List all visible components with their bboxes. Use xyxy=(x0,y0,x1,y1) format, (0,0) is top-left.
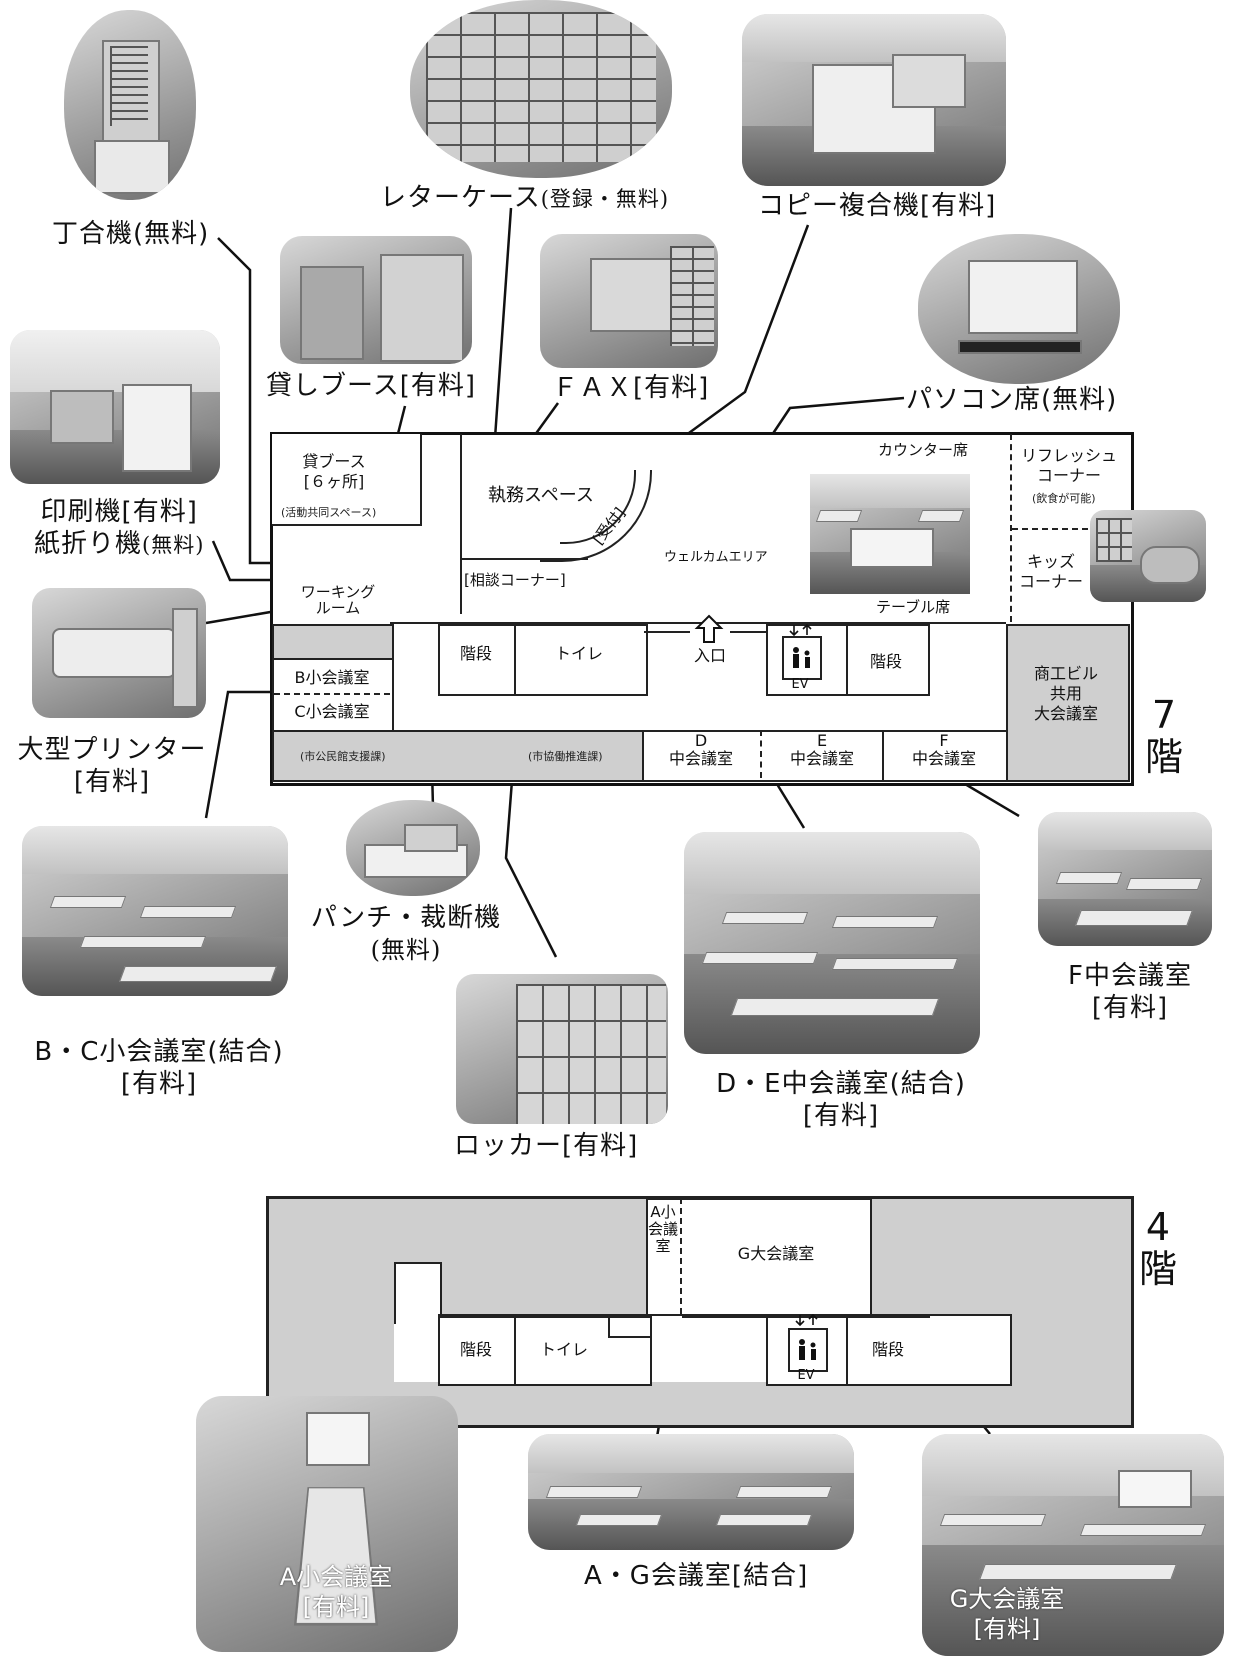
letter-case-label: レターケース(登録・無料) xyxy=(380,183,670,213)
f-room-photo xyxy=(1038,812,1212,946)
floor4-toilet-notch xyxy=(608,1316,650,1338)
booth-room-label: 貸ブース[６ヶ所] xyxy=(302,452,366,491)
entrance-line-left xyxy=(644,631,690,633)
ev-label: EV xyxy=(791,677,809,692)
collator-label: 丁合機(無料) xyxy=(52,219,210,249)
office-wall-bottom xyxy=(460,558,588,560)
large-printer-photo xyxy=(32,588,206,718)
printing-machine-label: 印刷機[有料]紙折り機(無料) xyxy=(34,497,205,559)
floor4-toilet-label: トイレ xyxy=(539,1340,588,1359)
corridor-wall xyxy=(390,622,1006,624)
punch-cutter-photo xyxy=(346,800,480,896)
de-room-label: D・E中会議室(結合)[有料] xyxy=(716,1069,966,1131)
floor4-stairs-left xyxy=(438,1316,518,1386)
welcome-label: ウェルカムエリア xyxy=(664,550,768,565)
floor4-g-room xyxy=(682,1198,872,1318)
printing-machine-photo xyxy=(10,330,220,484)
working-room-wall xyxy=(390,524,462,614)
floor4-stairs-left-label: 階段 xyxy=(459,1340,492,1359)
pc-seat-photo xyxy=(918,234,1120,384)
ag-room-photo xyxy=(528,1434,854,1550)
entrance-arrow-icon xyxy=(694,614,724,643)
booth-room xyxy=(272,434,422,526)
toilet xyxy=(514,624,648,696)
booth-room-note: (活動共同スペース) xyxy=(281,506,377,519)
floor4-core-line xyxy=(438,1314,1010,1316)
floor4-a-room-label: A小会議室 xyxy=(648,1203,679,1255)
booth-label: 貸しブース[有料] xyxy=(266,371,476,401)
locker-photo xyxy=(456,974,668,1124)
a-room-photo-caption: A小会議室[有料] xyxy=(279,1563,393,1621)
refresh-wall xyxy=(1010,434,1014,622)
de-divider xyxy=(760,730,762,778)
floor4-stairs-right-label: 階段 xyxy=(871,1340,904,1359)
entrance-label: 入口 xyxy=(693,646,726,665)
letter-case-photo xyxy=(410,0,672,178)
kids-corner-photo xyxy=(1090,510,1206,602)
floor4-ev-label: EV xyxy=(797,1368,815,1383)
copy-machine-photo xyxy=(742,14,1006,186)
stairs-right xyxy=(846,624,930,696)
d-room xyxy=(642,730,764,782)
collator-photo xyxy=(64,10,196,200)
g-room-photo: G大会議室[有料] xyxy=(922,1434,1224,1656)
b-room xyxy=(272,658,394,732)
floor4-toilet xyxy=(514,1316,652,1386)
kominkan-label: (市公民館支援課) xyxy=(300,750,386,763)
large-printer-label: 大型プリンター[有料] xyxy=(17,735,207,797)
table-label: テーブル席 xyxy=(876,598,951,616)
stairs-right-label: 階段 xyxy=(869,652,902,671)
pc-seat-label: パソコン席(無料) xyxy=(906,385,1118,415)
shoko-label: 商工ビル共用大会議室 xyxy=(1033,664,1098,723)
storage-block xyxy=(272,624,394,662)
bc-divider xyxy=(274,693,390,695)
floor4-ag-divider xyxy=(680,1198,682,1314)
table-seat-photo xyxy=(810,474,970,594)
f-room-label: F中会議室[有料] xyxy=(1068,961,1192,1023)
bc-room-photo xyxy=(22,826,288,996)
refresh-note: (飲食が可能) xyxy=(1032,492,1096,505)
shoko-block xyxy=(1006,624,1130,782)
e-room xyxy=(762,730,884,782)
de-room-photo xyxy=(684,832,980,1054)
g-room-photo-caption: G大会議室[有料] xyxy=(949,1585,1065,1643)
counter-label: カウンター席 xyxy=(878,441,969,459)
bc-room-label: B・C小会議室(結合)[有料] xyxy=(34,1037,284,1099)
ev-arrows-icon xyxy=(789,624,812,636)
entrance-line-right xyxy=(730,631,766,633)
floor4-ev-arrows-icon xyxy=(795,1314,818,1326)
floor4-left-wing xyxy=(394,1262,442,1324)
kids-divider xyxy=(1012,528,1128,530)
fax-label: ＦＡＸ[有料] xyxy=(552,373,710,403)
c-room-label: C小会議室 xyxy=(294,702,370,721)
consult-label: [相談コーナー] xyxy=(464,571,566,589)
punch-cutter-label: パンチ・裁断機(無料) xyxy=(310,903,502,964)
ag-room-label: A・G会議室[結合] xyxy=(584,1561,809,1591)
kids-label: キッズコーナー xyxy=(1018,552,1083,591)
copy-machine-label: コピー複合機[有料] xyxy=(758,191,997,221)
kyodo-label: (市協働推進課) xyxy=(528,750,603,763)
kominkan-block xyxy=(272,730,646,782)
booth-photo xyxy=(280,236,472,364)
working-room-label: ワーキングルーム xyxy=(300,583,376,617)
elevator-icon xyxy=(782,636,822,680)
floor4-elevator-icon xyxy=(788,1328,828,1372)
a-room-photo: A小会議室[有料] xyxy=(196,1396,458,1652)
office-wall xyxy=(460,434,462,560)
locker-label: ロッカー[有料] xyxy=(454,1131,639,1161)
b-room-label: B小会議室 xyxy=(294,668,370,687)
floor4-g-room-label: G大会議室 xyxy=(737,1244,815,1263)
floor4-right-wing xyxy=(930,1314,1012,1386)
refresh-label: リフレッシュコーナー xyxy=(1020,446,1117,485)
floor4-a-room xyxy=(646,1198,684,1316)
stairs-left-label: 階段 xyxy=(459,644,492,663)
office-label: 執務スペース xyxy=(488,485,594,506)
fax-photo xyxy=(540,234,718,368)
toilet-label: トイレ xyxy=(554,644,603,663)
